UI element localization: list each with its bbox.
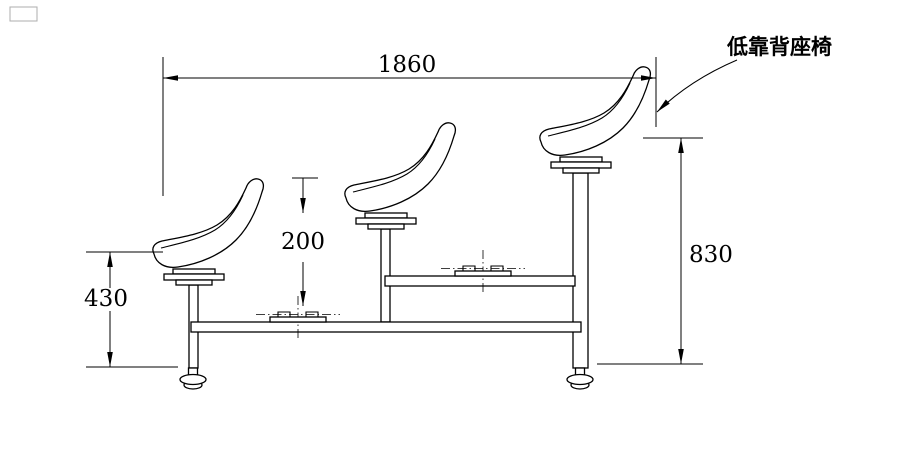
low-back-seat-left [152, 178, 265, 286]
dimension-value-seat-height: 430 [84, 286, 128, 312]
callout-label: 低靠背座椅 [726, 35, 832, 59]
dimension-value-overall-height: 830 [689, 242, 733, 268]
dimension-overall-width: 1860 [162, 52, 657, 196]
dimension-seat-height: 430 [84, 251, 178, 368]
dimension-overall-height: 830 [597, 137, 733, 365]
adjustable-foot-left [179, 367, 207, 390]
adjustable-foot-right [566, 367, 594, 390]
low-back-seat-middle [344, 122, 457, 230]
callout-low-back-seat: 低靠背座椅 [656, 35, 832, 113]
dimension-seat-step: 200 [281, 177, 325, 306]
dimension-text-mask [85, 288, 130, 311]
callout-leader-line [656, 59, 738, 113]
low-back-seat-right [539, 66, 652, 174]
frame-rail-lower [190, 321, 582, 333]
scan-artifact-box [9, 6, 38, 22]
dimension-value-overall-width: 1860 [378, 52, 437, 78]
frame-rail-upper [384, 275, 576, 287]
bench-frame [188, 172, 589, 369]
frame-post-right [572, 172, 589, 369]
dimension-value-seat-step: 200 [281, 229, 325, 255]
